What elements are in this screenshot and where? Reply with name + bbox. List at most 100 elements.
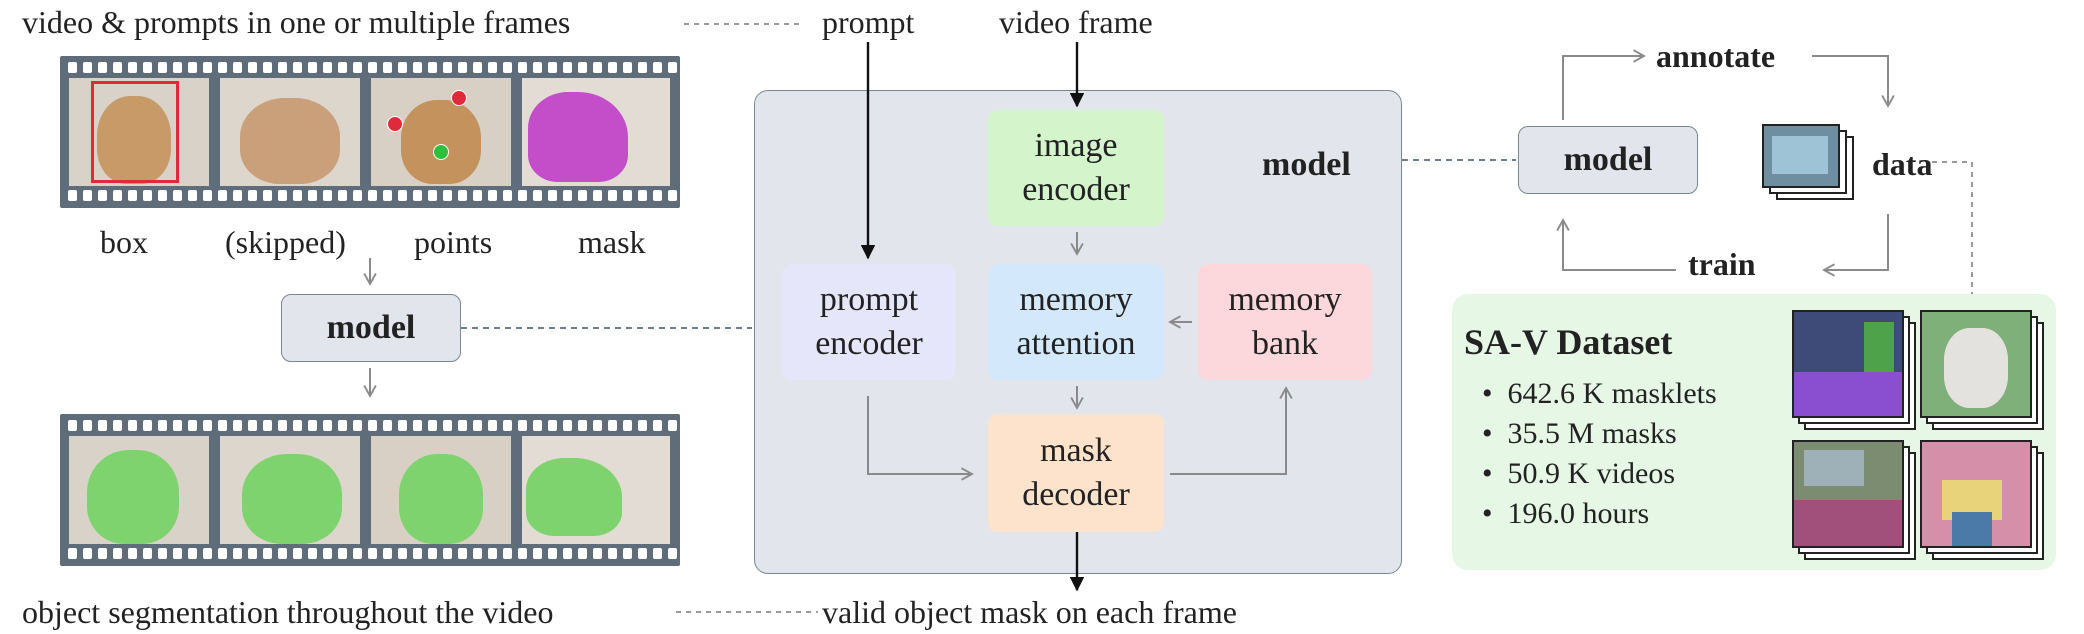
mask-overlay bbox=[87, 450, 179, 544]
perforation-hole bbox=[533, 548, 542, 559]
perforation-hole bbox=[218, 548, 227, 559]
negative-point-icon bbox=[387, 116, 403, 132]
stat-videos: 50.9 K videos bbox=[1507, 457, 1676, 490]
perforation-hole bbox=[338, 420, 347, 431]
perforation-hole bbox=[623, 62, 632, 73]
perforation-hole bbox=[593, 420, 602, 431]
perforation-hole bbox=[188, 548, 197, 559]
prompt-encoder-line1: prompt bbox=[819, 280, 919, 318]
stat-item: • 642.6 K masklets bbox=[1482, 377, 1717, 410]
perforation-hole bbox=[68, 62, 77, 73]
model-panel-title: model bbox=[1262, 146, 1351, 183]
perforation-hole bbox=[128, 62, 137, 73]
perforation-hole bbox=[548, 190, 557, 201]
frame-box bbox=[69, 78, 209, 186]
perforation-hole bbox=[323, 190, 332, 201]
perforation-hole bbox=[623, 548, 632, 559]
perforation-hole bbox=[368, 190, 377, 201]
cat-image bbox=[97, 96, 171, 184]
perforation-hole bbox=[383, 62, 392, 73]
perforation-hole bbox=[548, 420, 557, 431]
memory-attention-line2: attention bbox=[1016, 325, 1136, 362]
dataset-title: SA-V Dataset bbox=[1464, 322, 1673, 362]
perforation-hole bbox=[518, 62, 527, 73]
perforation-hole bbox=[578, 190, 587, 201]
annotate-label: annotate bbox=[1656, 38, 1776, 74]
perforation-hole bbox=[443, 62, 452, 73]
perforation-hole bbox=[263, 548, 272, 559]
dataset-sample-1 bbox=[1792, 310, 1916, 430]
left-model-label: model bbox=[326, 308, 416, 346]
perforation-hole bbox=[368, 548, 377, 559]
perforation-hole bbox=[443, 190, 452, 201]
perforation-hole bbox=[128, 190, 137, 201]
perforation-hole bbox=[83, 62, 92, 73]
image-encoder-line2: encoder bbox=[1022, 171, 1130, 208]
perforation-hole bbox=[668, 548, 677, 559]
stat-masks: 35.5 M masks bbox=[1507, 417, 1677, 450]
frame-label-box: box bbox=[100, 224, 148, 260]
frame-label-mask: mask bbox=[578, 224, 646, 260]
perforation-hole bbox=[563, 548, 572, 559]
perforation-hole bbox=[383, 548, 392, 559]
perforation-hole bbox=[248, 548, 257, 559]
perforation-hole bbox=[428, 548, 437, 559]
perforation-hole bbox=[233, 190, 242, 201]
output-mask-label: valid object mask on each frame bbox=[822, 594, 1237, 630]
memory-bank-line1: memory bbox=[1228, 280, 1342, 318]
perforation-hole bbox=[608, 420, 617, 431]
image-encoder-line1: image bbox=[1034, 126, 1118, 164]
perforation-hole bbox=[608, 62, 617, 73]
box-prompt bbox=[91, 81, 179, 183]
perforation-hole bbox=[98, 420, 107, 431]
perforation-hole bbox=[578, 420, 587, 431]
output-frame-2 bbox=[220, 436, 360, 544]
perforation-hole bbox=[293, 62, 302, 73]
perforation-hole bbox=[353, 548, 362, 559]
stat-item: • 196.0 hours bbox=[1482, 497, 1650, 530]
perforation-hole bbox=[428, 420, 437, 431]
perforation-hole bbox=[98, 548, 107, 559]
perforation-hole bbox=[113, 62, 122, 73]
perforation-hole bbox=[188, 190, 197, 201]
right-model-box: model bbox=[1518, 126, 1698, 194]
perforation-hole bbox=[233, 420, 242, 431]
perforation-hole bbox=[593, 62, 602, 73]
mask-decoder-line1: mask bbox=[1040, 431, 1112, 469]
perforation-hole bbox=[638, 62, 647, 73]
stat-hours: 196.0 hours bbox=[1507, 497, 1650, 530]
perforation-hole bbox=[83, 548, 92, 559]
image-encoder-block: image encoder bbox=[988, 110, 1164, 226]
perforation-hole bbox=[323, 62, 332, 73]
perforation-hole bbox=[248, 62, 257, 73]
perforation-hole bbox=[338, 62, 347, 73]
perforation-hole bbox=[338, 548, 347, 559]
prompt-input-label: prompt bbox=[822, 4, 915, 40]
data-stack-icon bbox=[1762, 124, 1854, 200]
perforation-hole bbox=[488, 420, 497, 431]
frame-points bbox=[371, 78, 511, 186]
perforation-hole bbox=[173, 420, 182, 431]
perforation-hole bbox=[488, 548, 497, 559]
perforation-hole bbox=[593, 548, 602, 559]
perforation-hole bbox=[173, 62, 182, 73]
perforation-hole bbox=[638, 190, 647, 201]
perforation-hole bbox=[458, 190, 467, 201]
perforation-hole bbox=[68, 548, 77, 559]
perforation-hole bbox=[413, 420, 422, 431]
perforation-hole bbox=[98, 190, 107, 201]
perforation-hole bbox=[563, 62, 572, 73]
perforation-hole bbox=[518, 190, 527, 201]
perforation-hole bbox=[308, 190, 317, 201]
perforation-hole bbox=[548, 548, 557, 559]
frame-mask bbox=[522, 78, 670, 186]
perforation-hole bbox=[398, 548, 407, 559]
perforation-hole bbox=[398, 190, 407, 201]
perforation-hole bbox=[368, 62, 377, 73]
mask-overlay bbox=[399, 454, 483, 544]
perforation-hole bbox=[668, 420, 677, 431]
output-film-strip bbox=[60, 414, 680, 566]
dataset-sample-3 bbox=[1792, 440, 1916, 564]
